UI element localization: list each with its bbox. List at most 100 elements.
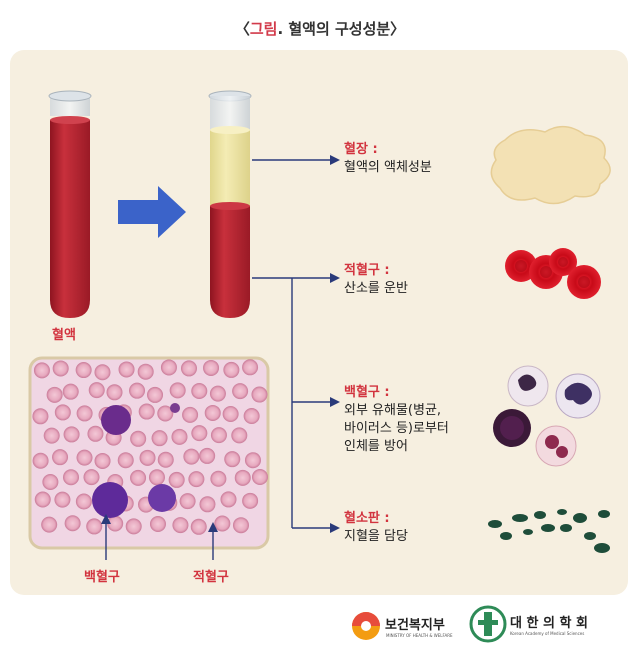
component-plasma: 혈장 : 혈액의 액체성분 <box>344 142 432 175</box>
micro-rbc <box>223 361 240 378</box>
micro-rbc <box>41 516 58 533</box>
micro-rbc <box>244 452 261 469</box>
ministry-name: 보건복지부 <box>385 618 445 633</box>
micro-rbc <box>87 425 104 442</box>
micro-rbc <box>139 449 156 466</box>
white-blood-cells-illustration <box>493 365 601 467</box>
component-platelet: 혈소판 : 지혈을 담당 <box>344 511 408 544</box>
micro-rbc <box>138 403 155 420</box>
micro-rbc <box>204 404 221 421</box>
micro-rbc <box>54 404 71 421</box>
academy-subtitle: Korean Academy of Medical Sciences <box>510 631 585 636</box>
micro-rbc <box>76 405 93 422</box>
platelets-illustration <box>488 509 610 553</box>
micro-rbc <box>251 469 268 486</box>
micro-rbc <box>42 473 59 490</box>
micro-rbc <box>130 469 147 486</box>
micro-rbc <box>157 405 174 422</box>
micro-rbc <box>251 386 268 403</box>
micro-label-rbc: 적혈구 <box>193 570 229 585</box>
micro-rbc <box>106 384 123 401</box>
micro-rbc <box>214 515 231 532</box>
separated-tube <box>208 90 252 318</box>
component-rbc: 적혈구 : 산소를 운반 <box>344 263 408 296</box>
micro-rbc <box>88 382 105 399</box>
academy-name: 대 한 의 학 회 <box>510 616 588 631</box>
micro-rbc <box>182 406 199 423</box>
micro-rbc <box>168 471 185 488</box>
micro-rbc <box>232 517 249 534</box>
academy-logo <box>469 605 507 643</box>
micro-rbc <box>243 408 260 425</box>
component-wbc: 백혈구 : 외부 유해물(병균, 바이러스 등)로부터 인체를 방어 <box>344 385 449 454</box>
micro-rbc <box>191 425 208 442</box>
micro-rbc <box>129 382 146 399</box>
micro-rbc <box>94 364 111 381</box>
micro-rbc <box>191 382 208 399</box>
micro-rbc <box>224 451 241 468</box>
micro-rbc <box>43 427 60 444</box>
plasma-illustration <box>490 126 611 205</box>
micro-rbc <box>34 491 51 508</box>
micro-pointers <box>105 522 214 560</box>
micro-rbc <box>130 430 147 447</box>
micro-rbc <box>188 471 205 488</box>
micro-rbc <box>149 515 166 532</box>
microscope-image <box>28 356 270 550</box>
micro-rbc <box>151 430 168 447</box>
micro-rbc <box>242 359 259 376</box>
micro-rbc <box>180 360 197 377</box>
micro-rbc <box>46 386 63 403</box>
micro-rbc <box>76 449 93 466</box>
micro-rbc <box>179 493 196 510</box>
micro-rbc <box>75 362 92 379</box>
process-arrow <box>118 186 186 238</box>
micro-rbc <box>94 452 111 469</box>
micro-rbc <box>33 362 50 379</box>
micro-rbc <box>232 383 249 400</box>
arrowheads <box>330 155 340 533</box>
micro-rbc <box>190 518 207 535</box>
micro-rbc <box>86 518 103 535</box>
micro-rbc <box>62 383 79 400</box>
micro-rbc <box>32 408 49 425</box>
micro-rbc <box>210 427 227 444</box>
micro-rbc <box>63 469 80 486</box>
micro-rbc <box>171 428 188 445</box>
micro-rbc <box>125 518 142 535</box>
micro-rbc <box>203 359 220 376</box>
micro-rbc <box>172 517 189 534</box>
micro-rbc <box>52 360 69 377</box>
micro-rbc <box>148 469 165 486</box>
micro-rbc <box>242 492 259 509</box>
micro-rbc <box>54 491 71 508</box>
micro-rbc <box>83 469 100 486</box>
micro-rbc <box>234 469 251 486</box>
micro-label-wbc: 백혈구 <box>84 570 120 585</box>
micro-rbc <box>210 470 227 487</box>
ministry-logo <box>352 612 380 640</box>
micro-rbc <box>222 405 239 422</box>
connector-lines <box>252 159 330 529</box>
red-blood-cells-illustration <box>505 248 601 299</box>
micro-rbc <box>169 382 186 399</box>
micro-rbc <box>63 426 80 443</box>
micro-rbc <box>183 448 200 465</box>
micro-rbc <box>220 491 237 508</box>
micro-rbc <box>64 515 81 532</box>
micro-rbc <box>52 449 69 466</box>
micro-rbc <box>147 386 164 403</box>
micro-rbc <box>118 361 135 378</box>
micro-rbc <box>209 385 226 402</box>
micro-rbc <box>231 427 248 444</box>
micro-rbc <box>32 452 49 469</box>
micro-rbc <box>160 359 177 376</box>
micro-rbc <box>117 452 134 469</box>
micro-rbc <box>199 496 216 513</box>
figure-title: 〈그림. 혈액의 구성성분〉 <box>234 20 406 38</box>
micro-rbc <box>199 447 216 464</box>
micro-rbc <box>137 363 154 380</box>
blood-tube <box>48 90 92 318</box>
micro-rbc <box>157 451 174 468</box>
